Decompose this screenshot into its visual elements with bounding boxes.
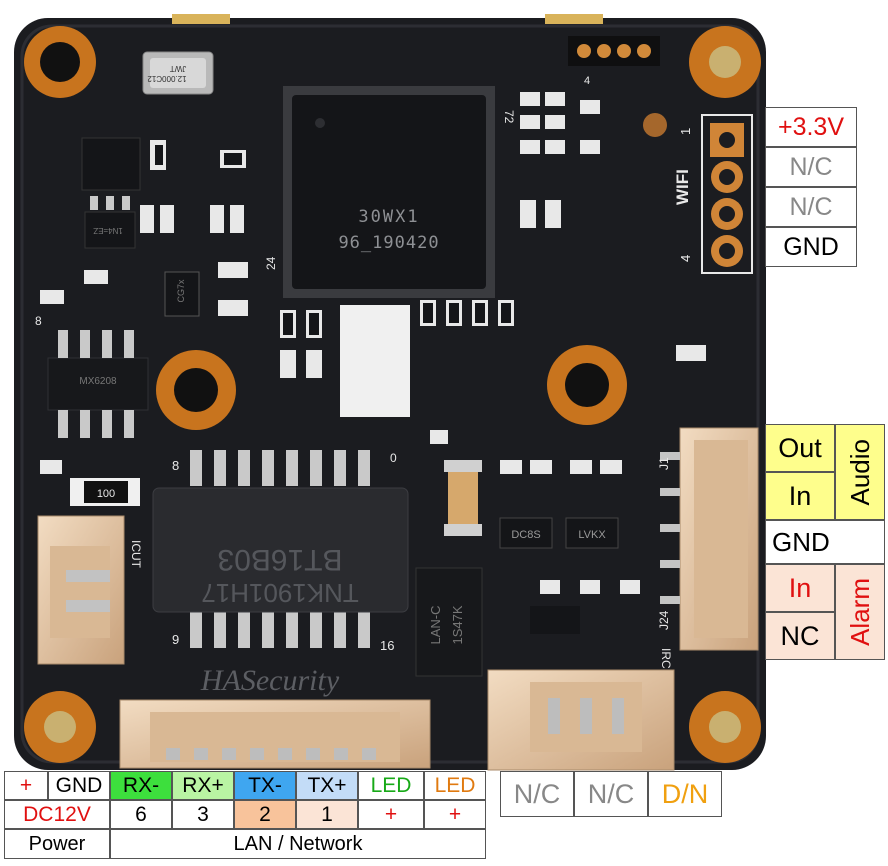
mounting-hole-bottom-left [24, 691, 96, 763]
small-ic-dc8s: DC8S [499, 517, 553, 549]
j24-label: J24 [657, 610, 671, 630]
pin-label-cell: TX+ [296, 771, 358, 800]
small-4pin-header: 4 [568, 36, 660, 87]
wifi-header [701, 114, 753, 274]
white-pad-area [340, 305, 410, 417]
crystal-text: 12.000C12 [147, 74, 187, 83]
alarm-title: Alarm [835, 564, 885, 660]
wifi-pin-4: 4 [678, 255, 693, 262]
cap-mark: CG7x [176, 279, 186, 303]
pin-label-cell: GND [48, 771, 110, 800]
mounting-hole-top-left [24, 26, 96, 98]
j1-label: J1 [657, 457, 671, 470]
pin-number-cell: + [424, 800, 486, 829]
dc8s-text: DC8S [511, 529, 540, 541]
capacitor-cg7x: CG7x [164, 271, 200, 317]
reg-mark: 1N4=EZ [93, 226, 123, 235]
pin-number-cell: 2 [234, 800, 296, 829]
alarm-nc-label: NC [765, 612, 835, 660]
pin-label-cell: RX+ [172, 771, 234, 800]
pin-number-cell: 3 [172, 800, 234, 829]
main-soc-chip: 30WX1 96_190420 [283, 86, 495, 298]
tantalum-capacitor [444, 460, 482, 536]
crystal-mark: JWT [170, 64, 187, 73]
wifi-pin-label-4: GND [765, 227, 857, 267]
lan-chip: LAN-C 1S47K [415, 567, 483, 677]
lan-connector [119, 699, 431, 769]
left-ic-text: MX6208 [79, 376, 117, 387]
resistor-text: 100 [97, 488, 115, 500]
voltage-regulator: 1N4=EZ [81, 137, 141, 249]
pin-number-cell: DC12V [4, 800, 110, 829]
ircut-label-cell: N/C [500, 771, 574, 817]
ircut-connector [487, 669, 675, 771]
icut-label: ICUT [129, 540, 143, 569]
chip-line1: 30WX1 [358, 207, 419, 227]
pin-label-cell: TX- [234, 771, 296, 800]
test-pad [643, 113, 667, 137]
small-ic-lvkx: LVKX [565, 517, 619, 549]
pin-number-cell: + [358, 800, 424, 829]
pin-label-cell: + [4, 771, 48, 800]
audio-alarm-connector [660, 427, 759, 651]
mounting-hole-top-right [689, 26, 761, 98]
lvkx-text: LVKX [578, 529, 606, 541]
lan-chip-line1: LAN-C [428, 605, 443, 644]
mounting-hole-center-right [547, 345, 627, 425]
chip-line2: 96_190420 [338, 233, 439, 253]
transformer-pin-9: 9 [172, 632, 179, 647]
audio-in-label: In [765, 472, 835, 520]
mounting-hole-bottom-right [689, 691, 761, 763]
transformer-line2: TNK1901H17 [201, 578, 359, 608]
smd-dark-parts [155, 145, 580, 634]
pin-label-cell: LED [358, 771, 424, 800]
ircut-label-cell: D/N [648, 771, 722, 817]
audio-out-label: Out [765, 424, 835, 472]
pin-label-cell: LED [424, 771, 486, 800]
chip-pin-24: 24 [264, 256, 278, 270]
resistor-100: 100 [70, 478, 140, 506]
crystal-oscillator: 12.000C12 JWT [142, 51, 214, 95]
left-ic: MX6208 [47, 330, 149, 438]
gnd-label: GND [765, 520, 885, 564]
power-label: Power [4, 829, 110, 859]
power-connector [37, 515, 125, 665]
alarm-title-text: Alarm [844, 578, 875, 646]
top-edge-pads [172, 14, 603, 24]
lan-transformer: BT16B03 TNK1901H17 [152, 450, 409, 648]
mounting-hole-center-left [156, 350, 236, 430]
wifi-pin-label-2: N/C [765, 147, 857, 187]
wifi-label: WIFI [673, 169, 692, 205]
pin-number-cell: 1 [296, 800, 358, 829]
pin-number-cell: 6 [110, 800, 172, 829]
lan-network-label: LAN / Network [110, 829, 486, 859]
ircut-label-cell: N/C [574, 771, 648, 817]
left-ic-pin-8: 8 [35, 314, 42, 328]
transformer-pin-8: 8 [172, 458, 179, 473]
alarm-in-label: In [765, 564, 835, 612]
audio-title-text: Audio [844, 438, 875, 506]
wifi-pin-1: 1 [678, 128, 693, 135]
transformer-line1: BT16B03 [217, 543, 342, 576]
pin-label-cell: RX- [110, 771, 172, 800]
irc-label: IRC [659, 648, 673, 669]
lan-chip-line2: 1S47K [450, 605, 465, 644]
chip-pin-72: 72 [502, 110, 516, 124]
audio-title: Audio [835, 424, 885, 520]
wifi-pin-label-1: +3.3V [765, 107, 857, 147]
transformer-pin-0: 0 [390, 451, 397, 465]
wifi-pin-label-3: N/C [765, 187, 857, 227]
small-header-pin-label: 4 [584, 75, 590, 87]
transformer-pin-16: 16 [380, 638, 394, 653]
watermark: HASecurity [200, 664, 340, 697]
